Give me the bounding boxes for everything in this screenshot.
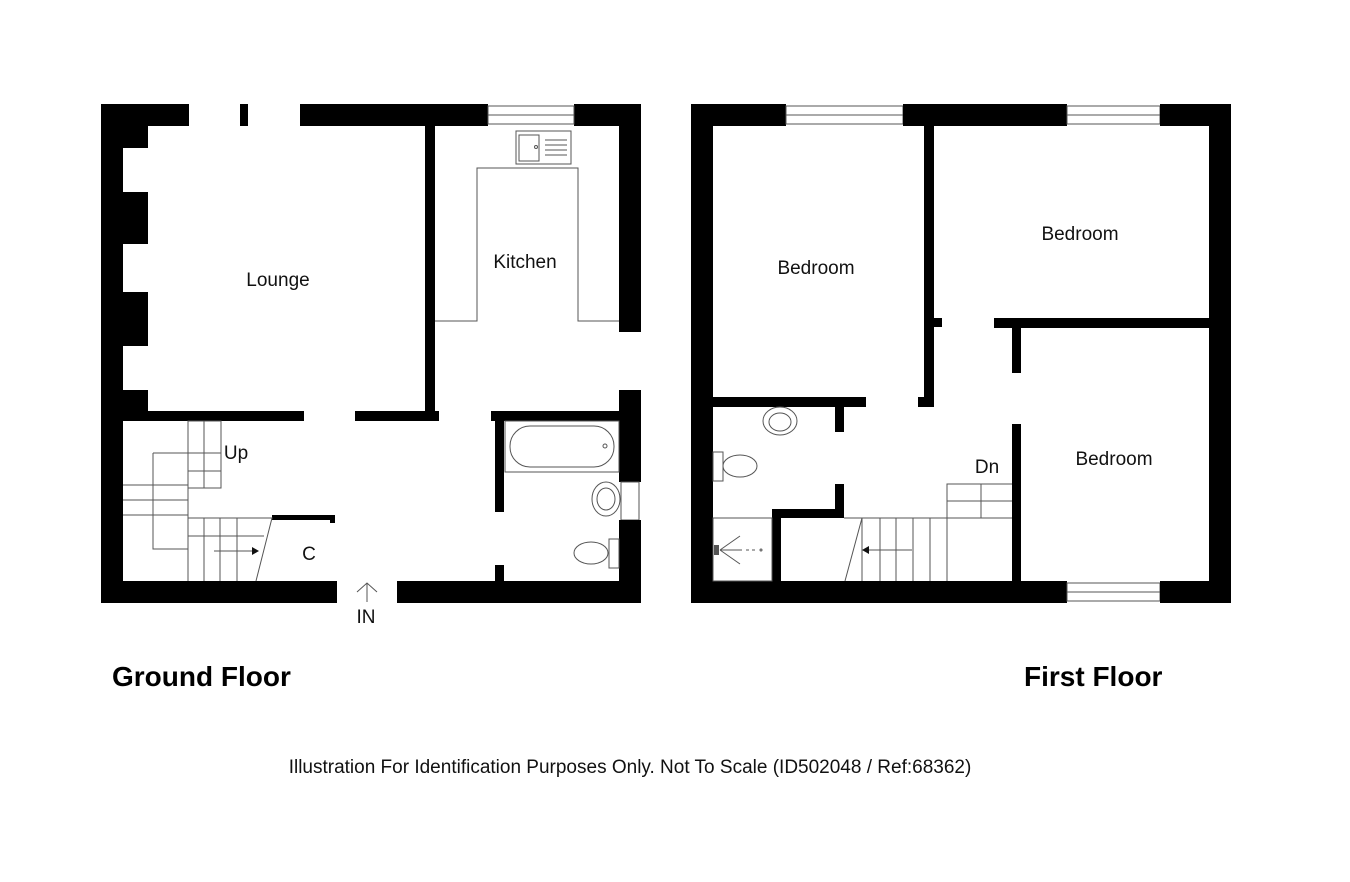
lounge-kitchen-wall xyxy=(425,126,435,416)
entrance-label: IN xyxy=(357,607,376,628)
ground-bottom-wall-left xyxy=(101,581,337,603)
bathroom-window xyxy=(620,481,640,521)
stairs-down-arrow-icon xyxy=(862,546,869,554)
bedroom-3-label: Bedroom xyxy=(1075,449,1152,470)
ground-floor-title: Ground Floor xyxy=(112,661,291,692)
first-stairs xyxy=(844,483,1012,582)
ground-top-wall-mid xyxy=(300,104,488,126)
shower-spray-icon xyxy=(714,535,763,565)
ground-wc xyxy=(608,538,620,569)
entrance-arrow-icon xyxy=(356,582,378,602)
first-floor-title: First Floor xyxy=(1024,661,1163,692)
stairs-up-label: Up xyxy=(224,443,248,464)
ground-right-wall-mid xyxy=(619,390,641,482)
lounge-label: Lounge xyxy=(246,270,309,291)
lounge-hall-wall-left xyxy=(123,411,304,421)
bedroom-2-label: Bedroom xyxy=(1041,224,1118,245)
cupboard-label: C xyxy=(302,544,316,565)
shower xyxy=(712,517,773,582)
cupboard-wall xyxy=(272,515,334,520)
disclaimer-caption: Illustration For Identification Purposes… xyxy=(289,757,972,778)
first-right-wall xyxy=(1209,104,1231,603)
kitchen-label: Kitchen xyxy=(493,252,556,273)
ground-top-wall-post xyxy=(240,104,248,126)
stairs-up-arrow-icon xyxy=(252,547,259,555)
first-floor-plan: Bedroom Bedroom Bedroom Dn xyxy=(691,104,1231,603)
bedroom-1-label: Bedroom xyxy=(777,258,854,279)
first-wc xyxy=(712,451,724,482)
bathroom-top-wall xyxy=(491,411,619,421)
bathroom-left-wall-lower xyxy=(495,565,504,581)
bedroom-divider-wall xyxy=(924,126,934,407)
ground-bottom-wall-right xyxy=(397,581,641,603)
stairs-down-label: Dn xyxy=(975,457,999,478)
ground-left-wall xyxy=(101,104,123,603)
bathroom-top-wall-first xyxy=(713,397,866,407)
bathroom-left-wall-upper xyxy=(495,421,504,512)
ground-stairs xyxy=(123,420,273,582)
bedroom-2-bottom-wall xyxy=(994,318,1209,328)
ground-right-wall-upper xyxy=(619,104,641,332)
bedroom-3-left-wall xyxy=(1012,424,1021,581)
first-left-wall xyxy=(691,104,713,603)
lounge-hall-wall-right xyxy=(355,411,439,421)
ground-floor-plan: Lounge Kitchen Up C IN xyxy=(101,104,641,628)
